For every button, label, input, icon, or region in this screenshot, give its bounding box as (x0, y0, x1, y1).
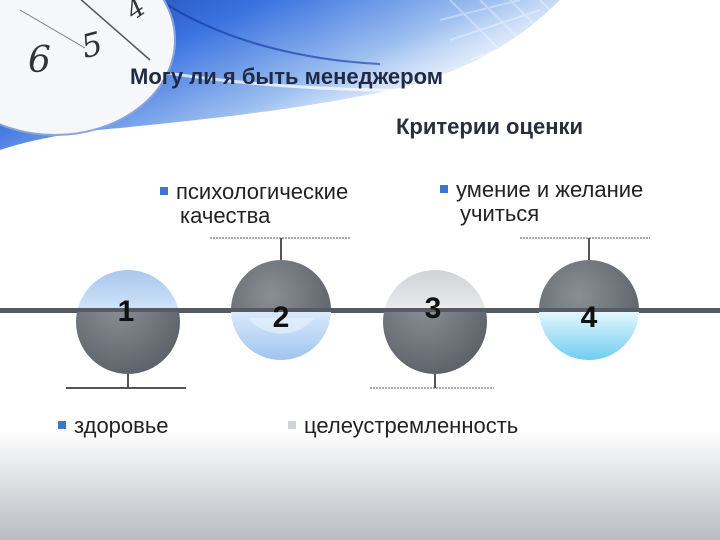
grid-decoration (439, 0, 581, 71)
criterion-label-2-line2: качества (180, 203, 271, 228)
criterion-number-2: 2 (272, 301, 290, 334)
criterion-label-3: целеустремленность (288, 414, 518, 438)
criterion-label-4: умение и желание учиться (440, 178, 643, 226)
bottom-band (0, 430, 720, 540)
criterion-number-3: 3 (424, 292, 442, 325)
bullet-icon (160, 187, 168, 196)
criterion-circle-2 (210, 237, 350, 360)
bullet-icon (440, 185, 448, 194)
criterion-label-4-line2: учиться (460, 201, 540, 226)
timeline (0, 308, 720, 313)
criterion-label-2: психологические качества (160, 180, 348, 228)
criterion-label-3-text: целеустремленность (304, 413, 519, 438)
bullet-icon (288, 421, 296, 430)
criterion-label-4-line1: умение и желание (456, 177, 644, 202)
criterion-circle-3 (370, 270, 494, 389)
clock-graphic (0, 0, 176, 136)
bullet-icon (58, 421, 66, 430)
criterion-circle-4 (520, 237, 650, 360)
criterion-number-4: 4 (580, 301, 598, 334)
slide-subtitle: Критерии оценки (396, 114, 584, 139)
clock-numeral-6: 6 (28, 40, 51, 81)
slide-title: Могу ли я быть менеджером (130, 64, 444, 89)
criterion-label-1-text: здоровье (74, 413, 169, 438)
criterion-number-1: 1 (117, 295, 135, 328)
criterion-circle-1 (66, 270, 186, 389)
criterion-label-1: здоровье (58, 414, 169, 438)
criterion-label-2-line1: психологические (176, 179, 349, 204)
